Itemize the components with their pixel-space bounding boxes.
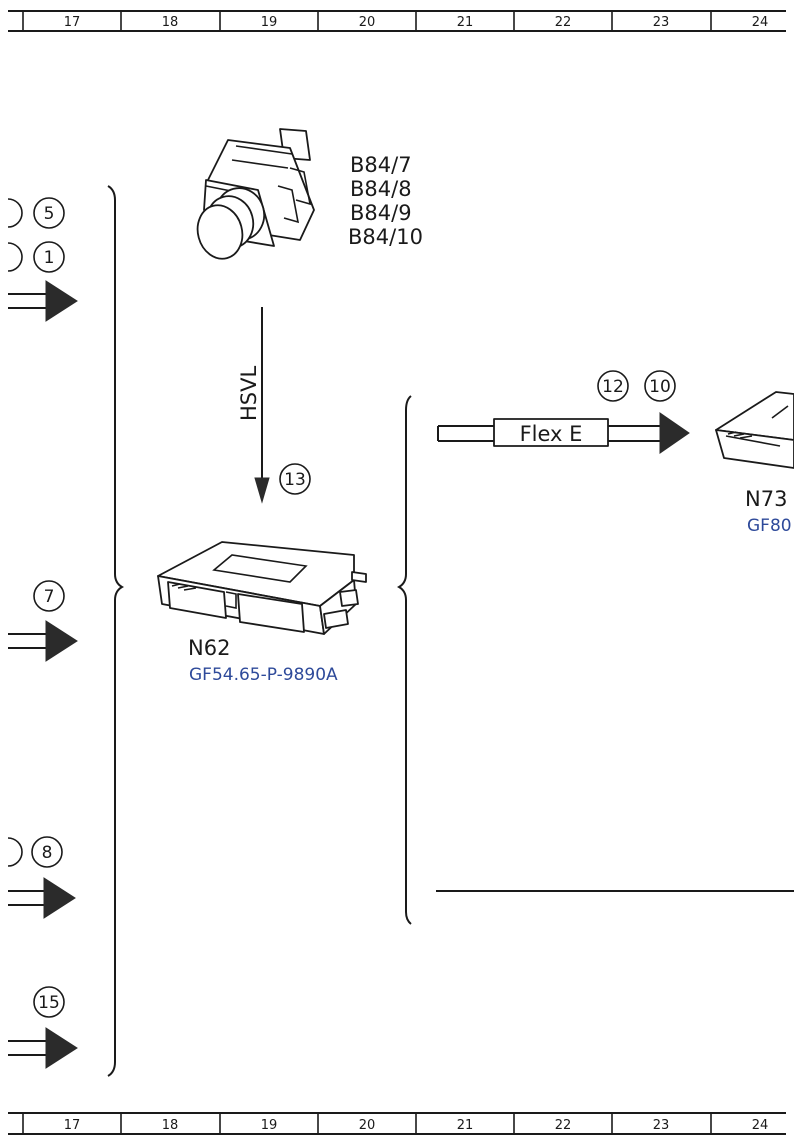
- bottom-ruler-label: 22: [555, 1118, 572, 1133]
- n62-control-unit[interactable]: [157, 541, 367, 635]
- top-ruler-label: 18: [162, 15, 179, 30]
- bottom-ruler-label: 21: [457, 1118, 474, 1133]
- bottom-ruler-label: 18: [162, 1118, 179, 1133]
- marker-8: 8: [31, 836, 63, 868]
- n73-control-unit[interactable]: [715, 391, 794, 469]
- left-brace: [107, 185, 125, 1077]
- bottom-ruler-label: 20: [359, 1118, 376, 1133]
- n62-ref-link[interactable]: GF54.65-P-9890A: [189, 665, 338, 685]
- left-edge-inputs: 5 1 7 8 15: [7, 197, 78, 1069]
- svg-text:10: 10: [649, 377, 671, 397]
- n62-label: N62: [188, 636, 230, 660]
- svg-text:8: 8: [42, 843, 53, 863]
- marker-15: 15: [33, 986, 65, 1018]
- marker-10: 10: [644, 370, 676, 402]
- svg-text:5: 5: [44, 204, 55, 224]
- top-ruler-label: 21: [457, 15, 474, 30]
- marker-7: 7: [33, 580, 65, 612]
- top-ruler-label: 24: [752, 15, 769, 30]
- input-arrow: [8, 877, 76, 919]
- n62-labels: N62 GF54.65-P-9890A: [188, 636, 338, 685]
- n73-ref-link[interactable]: GF80: [747, 516, 792, 536]
- bottom-ruler-label: 24: [752, 1118, 769, 1133]
- svg-text:13: 13: [284, 470, 306, 490]
- camera-label: B84/8: [350, 177, 412, 201]
- flex-e-label: Flex E: [520, 422, 583, 446]
- camera-label: B84/9: [350, 201, 412, 225]
- top-ruler: 17 18 19 20 21 22 23 24: [8, 10, 786, 32]
- marker-13: 13: [279, 463, 311, 495]
- svg-text:1: 1: [44, 248, 55, 268]
- bottom-ruler: 17 18 19 20 21 22 23 24: [8, 1112, 786, 1135]
- hsvl-label: HSVL: [237, 366, 261, 421]
- input-arrow: [8, 280, 78, 322]
- svg-text:15: 15: [38, 993, 60, 1013]
- top-ruler-label: 19: [261, 15, 278, 30]
- marker-1: 1: [33, 241, 65, 273]
- hsvl-connection: HSVL: [237, 307, 270, 504]
- input-arrow: [8, 620, 78, 662]
- input-arrow: [8, 1027, 78, 1069]
- bottom-ruler-label: 17: [64, 1118, 81, 1133]
- svg-text:7: 7: [44, 587, 55, 607]
- middle-brace: [396, 395, 412, 925]
- top-ruler-label: 23: [653, 15, 670, 30]
- svg-text:12: 12: [602, 377, 624, 397]
- flex-e-connection: Flex E: [437, 412, 690, 454]
- marker-12: 12: [597, 370, 629, 402]
- n73-label: N73: [745, 487, 787, 511]
- camera-label: B84/10: [348, 225, 423, 249]
- top-ruler-label: 17: [64, 15, 81, 30]
- camera-component[interactable]: [192, 128, 315, 264]
- bottom-ruler-label: 19: [261, 1118, 278, 1133]
- top-ruler-label: 22: [555, 15, 572, 30]
- top-ruler-label: 20: [359, 15, 376, 30]
- camera-label: B84/7: [350, 153, 412, 177]
- n73-labels: N73 GF80: [745, 487, 792, 536]
- bottom-ruler-label: 23: [653, 1118, 670, 1133]
- marker-5: 5: [33, 197, 65, 229]
- camera-labels: B84/7 B84/8 B84/9 B84/10: [348, 153, 423, 249]
